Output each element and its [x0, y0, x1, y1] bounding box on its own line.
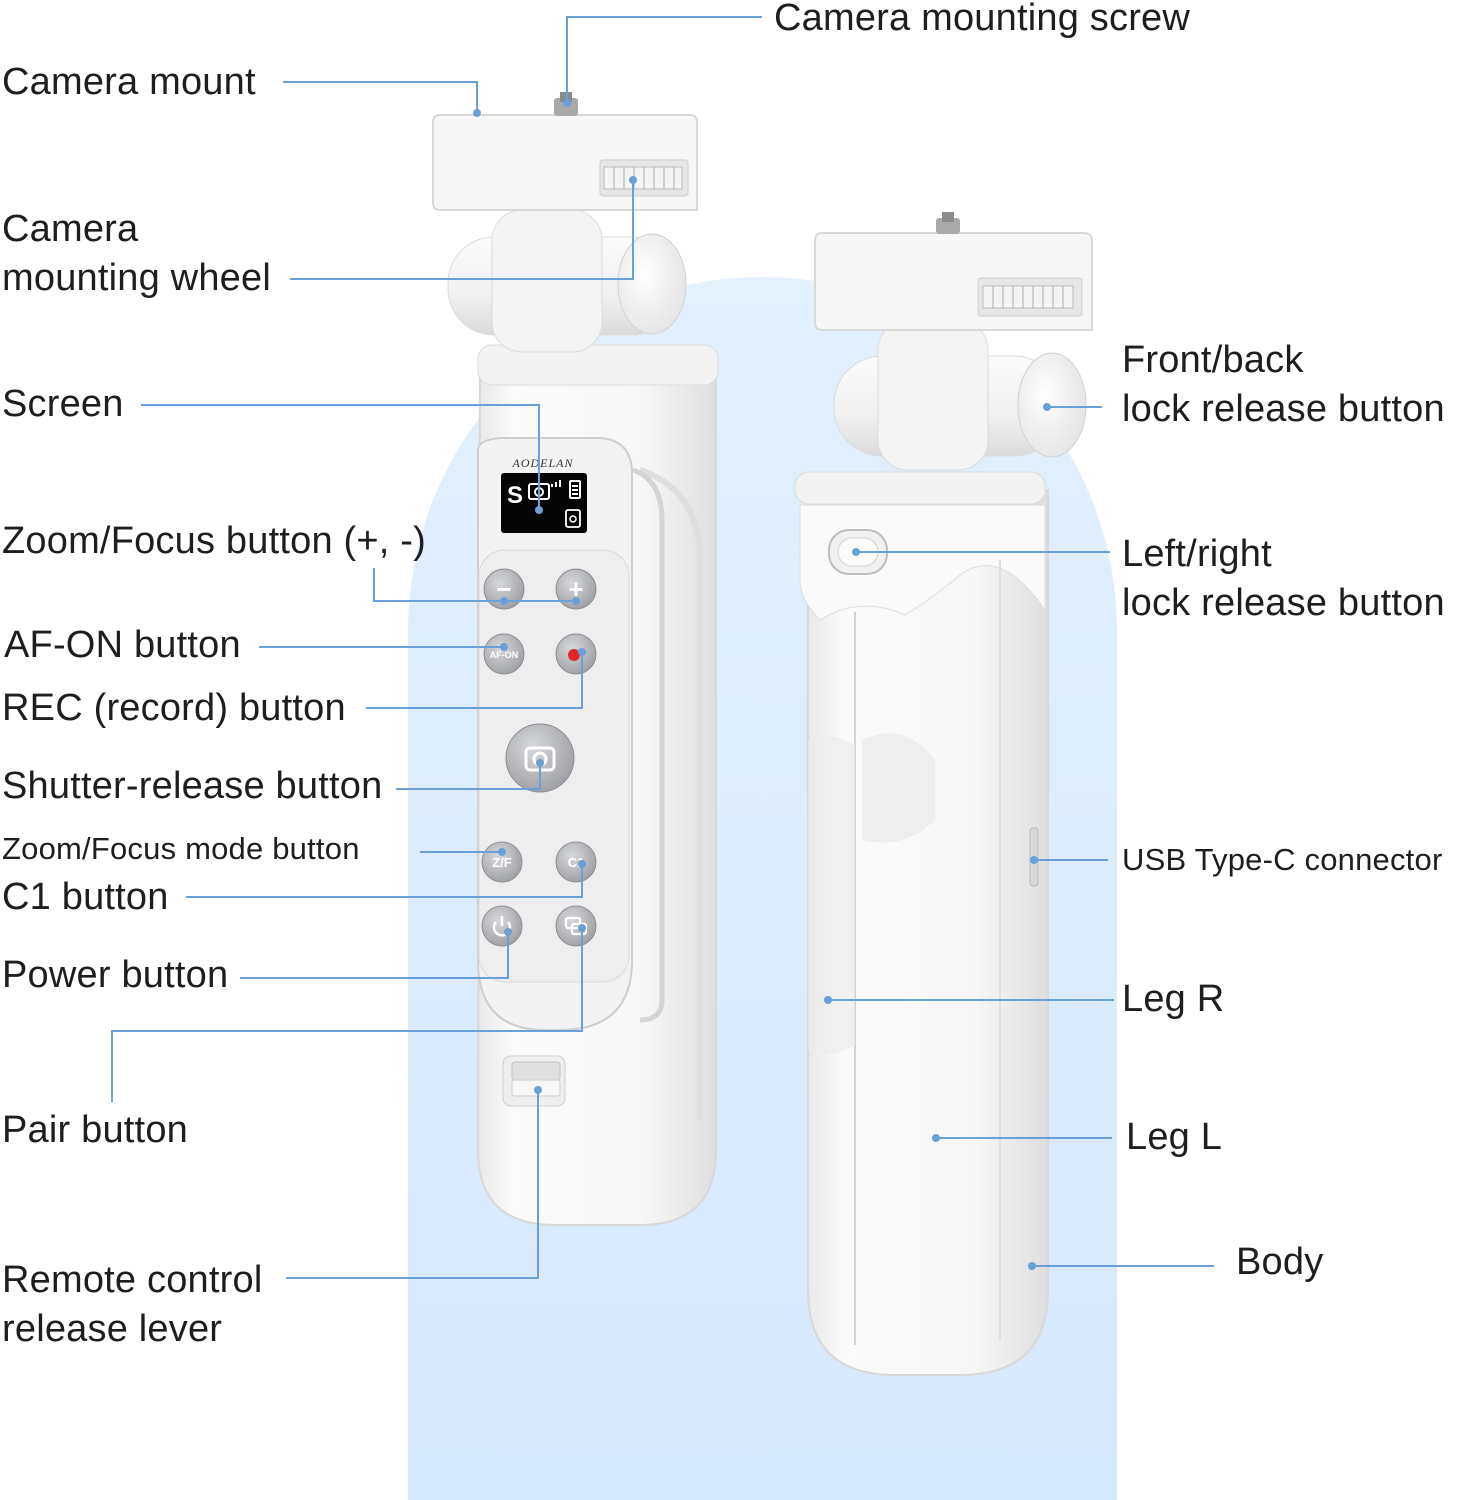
- label-screen: Screen: [2, 383, 124, 425]
- svg-text:Z/F: Z/F: [492, 855, 512, 870]
- leader-c1: [186, 864, 583, 898]
- back-collar: [794, 471, 1046, 505]
- leader-camera-mounting-wheel: [290, 180, 634, 280]
- svg-text:−: −: [496, 574, 511, 604]
- front-lock-knob: [617, 233, 687, 335]
- screen-battery-icon: [569, 480, 581, 499]
- front-collar: [477, 344, 719, 386]
- svg-text:+: +: [568, 574, 583, 604]
- leader-lines: [111, 16, 1214, 1279]
- svg-text:AF-ON: AF-ON: [490, 650, 519, 660]
- leader-rec: [366, 652, 583, 709]
- label-c1-button: C1 button: [2, 876, 169, 918]
- leg-r: [808, 736, 855, 1054]
- grip-recess: [862, 733, 935, 843]
- front-mounting-wheel: [603, 166, 683, 190]
- front-side-groove: [639, 467, 703, 1120]
- back-mounting-screw: [936, 212, 960, 234]
- leader-screen: [141, 404, 540, 510]
- label-camera-mount: Camera mount: [2, 61, 256, 103]
- pair-button[interactable]: [555, 905, 597, 947]
- back-body: [807, 489, 1049, 1376]
- power-icon: [492, 916, 512, 937]
- leader-camera-mounting-screw: [566, 16, 762, 103]
- screen-mode-glyph: S: [507, 482, 523, 509]
- power-button[interactable]: [481, 905, 523, 947]
- label-camera-mounting-screw: Camera mounting screw: [774, 0, 1191, 39]
- label-zoom-focus-button: Zoom/Focus button (+, -): [2, 520, 427, 562]
- leader-pair: [111, 928, 583, 1102]
- label-power-button: Power button: [2, 954, 229, 996]
- leader-power: [240, 932, 509, 979]
- remote-release-lever[interactable]: [502, 1055, 566, 1107]
- label-usb-c: USB Type-C connector: [1122, 842, 1443, 877]
- shutter-release-button[interactable]: [505, 723, 575, 793]
- label-leg-l: Leg L: [1126, 1116, 1223, 1158]
- pair-icon: [564, 916, 588, 936]
- label-zoom-focus-mode-button: Zoom/Focus mode button: [2, 831, 360, 866]
- label-shutter-release-button: Shutter-release button: [2, 765, 383, 807]
- c1-button[interactable]: C1: [555, 841, 597, 883]
- front-device: AODELAN S − + AF-ON: [432, 92, 719, 1226]
- rec-button[interactable]: [555, 633, 597, 675]
- front-hinge-neck: [491, 209, 603, 353]
- label-pair-button: Pair button: [2, 1109, 188, 1151]
- back-device: [794, 212, 1093, 1376]
- back-hinge-neck: [877, 319, 989, 471]
- front-back-lock-button[interactable]: [1017, 352, 1087, 458]
- zoom-focus-mode-button[interactable]: Z/F: [481, 841, 523, 883]
- screen-timer-icon: [565, 509, 581, 528]
- label-rec-button: REC (record) button: [2, 687, 346, 729]
- zoom-minus-button[interactable]: −: [483, 568, 525, 610]
- af-on-button[interactable]: AF-ON: [483, 633, 525, 675]
- zoom-plus-button[interactable]: +: [555, 568, 597, 610]
- remote-side-rail: [632, 467, 665, 1023]
- label-af-on-button: AF-ON button: [4, 624, 241, 666]
- brand-logo: AODELAN: [512, 456, 574, 470]
- leader-zoom-focus: [373, 568, 576, 602]
- leader-endpoints: [473, 99, 1051, 1270]
- label-leg-r: Leg R: [1122, 978, 1225, 1020]
- leader-shutter: [396, 763, 541, 790]
- back-mounting-wheel: [982, 285, 1074, 309]
- screen-signal-icon: [551, 480, 561, 487]
- label-body: Body: [1236, 1241, 1324, 1283]
- leader-camera-mount: [283, 81, 478, 113]
- leader-remote-release-lever: [286, 1090, 539, 1279]
